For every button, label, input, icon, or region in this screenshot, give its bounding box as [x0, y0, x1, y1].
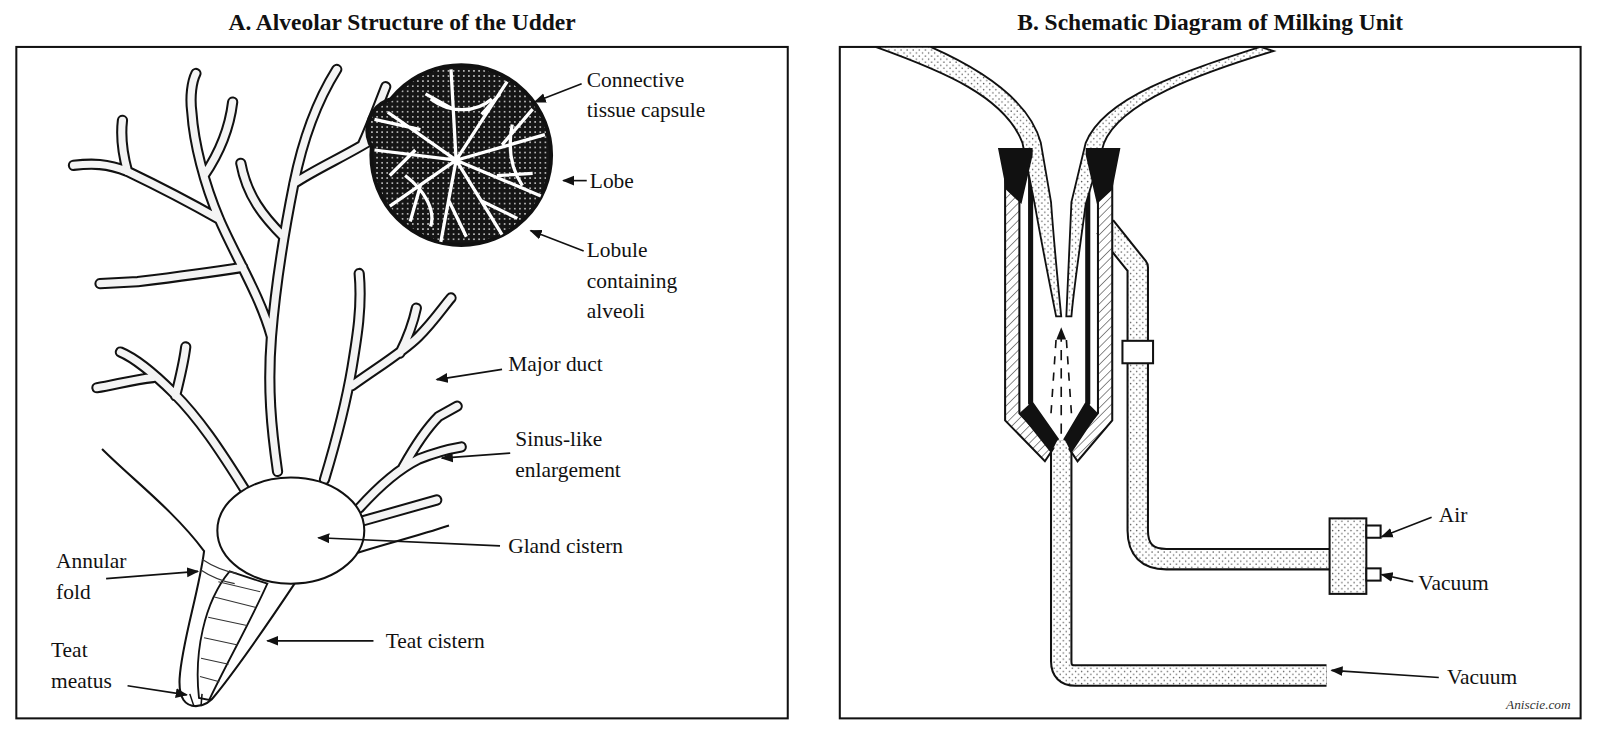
part-label: Sinus-like enlargement [515, 423, 639, 484]
duct-lumen [73, 69, 461, 522]
pulse-tube-outline [1105, 227, 1332, 560]
port-label: Vacuum [1447, 661, 1517, 692]
watermark: Aniscie.com [1506, 697, 1570, 713]
leader-lines-a [106, 84, 587, 695]
leader-line [563, 180, 586, 182]
part-label: Lobe [590, 165, 634, 196]
teat-wall [876, 47, 1062, 316]
pulsator-body [1330, 518, 1367, 594]
teat-cup-mouthpiece [998, 148, 1120, 204]
lobule-dividers [374, 69, 544, 241]
leader-line [535, 84, 582, 102]
teat-meatus-opening [190, 694, 202, 706]
part-label: Major duct [508, 349, 603, 380]
air-port [1366, 526, 1380, 538]
leader-line [531, 231, 584, 251]
flow-dash [1051, 339, 1056, 413]
flow-arrow [1060, 329, 1062, 434]
port-label: Vacuum [1418, 567, 1488, 598]
part-label: Connective tissue capsule [587, 64, 730, 125]
leader-line [318, 538, 500, 546]
teat-striations [200, 582, 260, 682]
pulse-tube [1105, 227, 1332, 560]
tube-connector [1122, 341, 1153, 363]
teat-outline [102, 449, 449, 706]
duct-outline [73, 69, 461, 522]
lobe-illustration [367, 65, 551, 245]
leader-line [1382, 574, 1414, 581]
panel-heading: A. Alveolar Structure of the Udder [0, 8, 828, 37]
leader-lines-b [1332, 517, 1439, 677]
teat-cistern-shape [198, 571, 268, 700]
port-label: Air [1439, 500, 1468, 531]
leader-line [128, 686, 187, 695]
part-label: Lobule containing alveoli [587, 235, 699, 327]
liner-base [1019, 403, 1098, 453]
part-label: Gland cistern [508, 531, 623, 562]
gland-cistern-shape [217, 478, 364, 584]
leader-line [1332, 670, 1439, 677]
part-label: Teat cistern [386, 626, 485, 657]
part-label: Teat meatus [51, 635, 133, 696]
vacuum-port [1366, 568, 1380, 580]
panel-heading: B. Schematic Diagram of Milking Unit [800, 8, 1600, 37]
flow-dash [1066, 339, 1071, 413]
milk-flow-arrows [1051, 329, 1071, 434]
leader-line [1382, 517, 1432, 536]
part-label: Annular fold [56, 546, 140, 607]
leader-line [442, 453, 510, 458]
leader-line [267, 640, 373, 642]
panel-frame: B. Schematic Diagram of Milking Unit [839, 46, 1582, 719]
leader-line [437, 369, 502, 379]
